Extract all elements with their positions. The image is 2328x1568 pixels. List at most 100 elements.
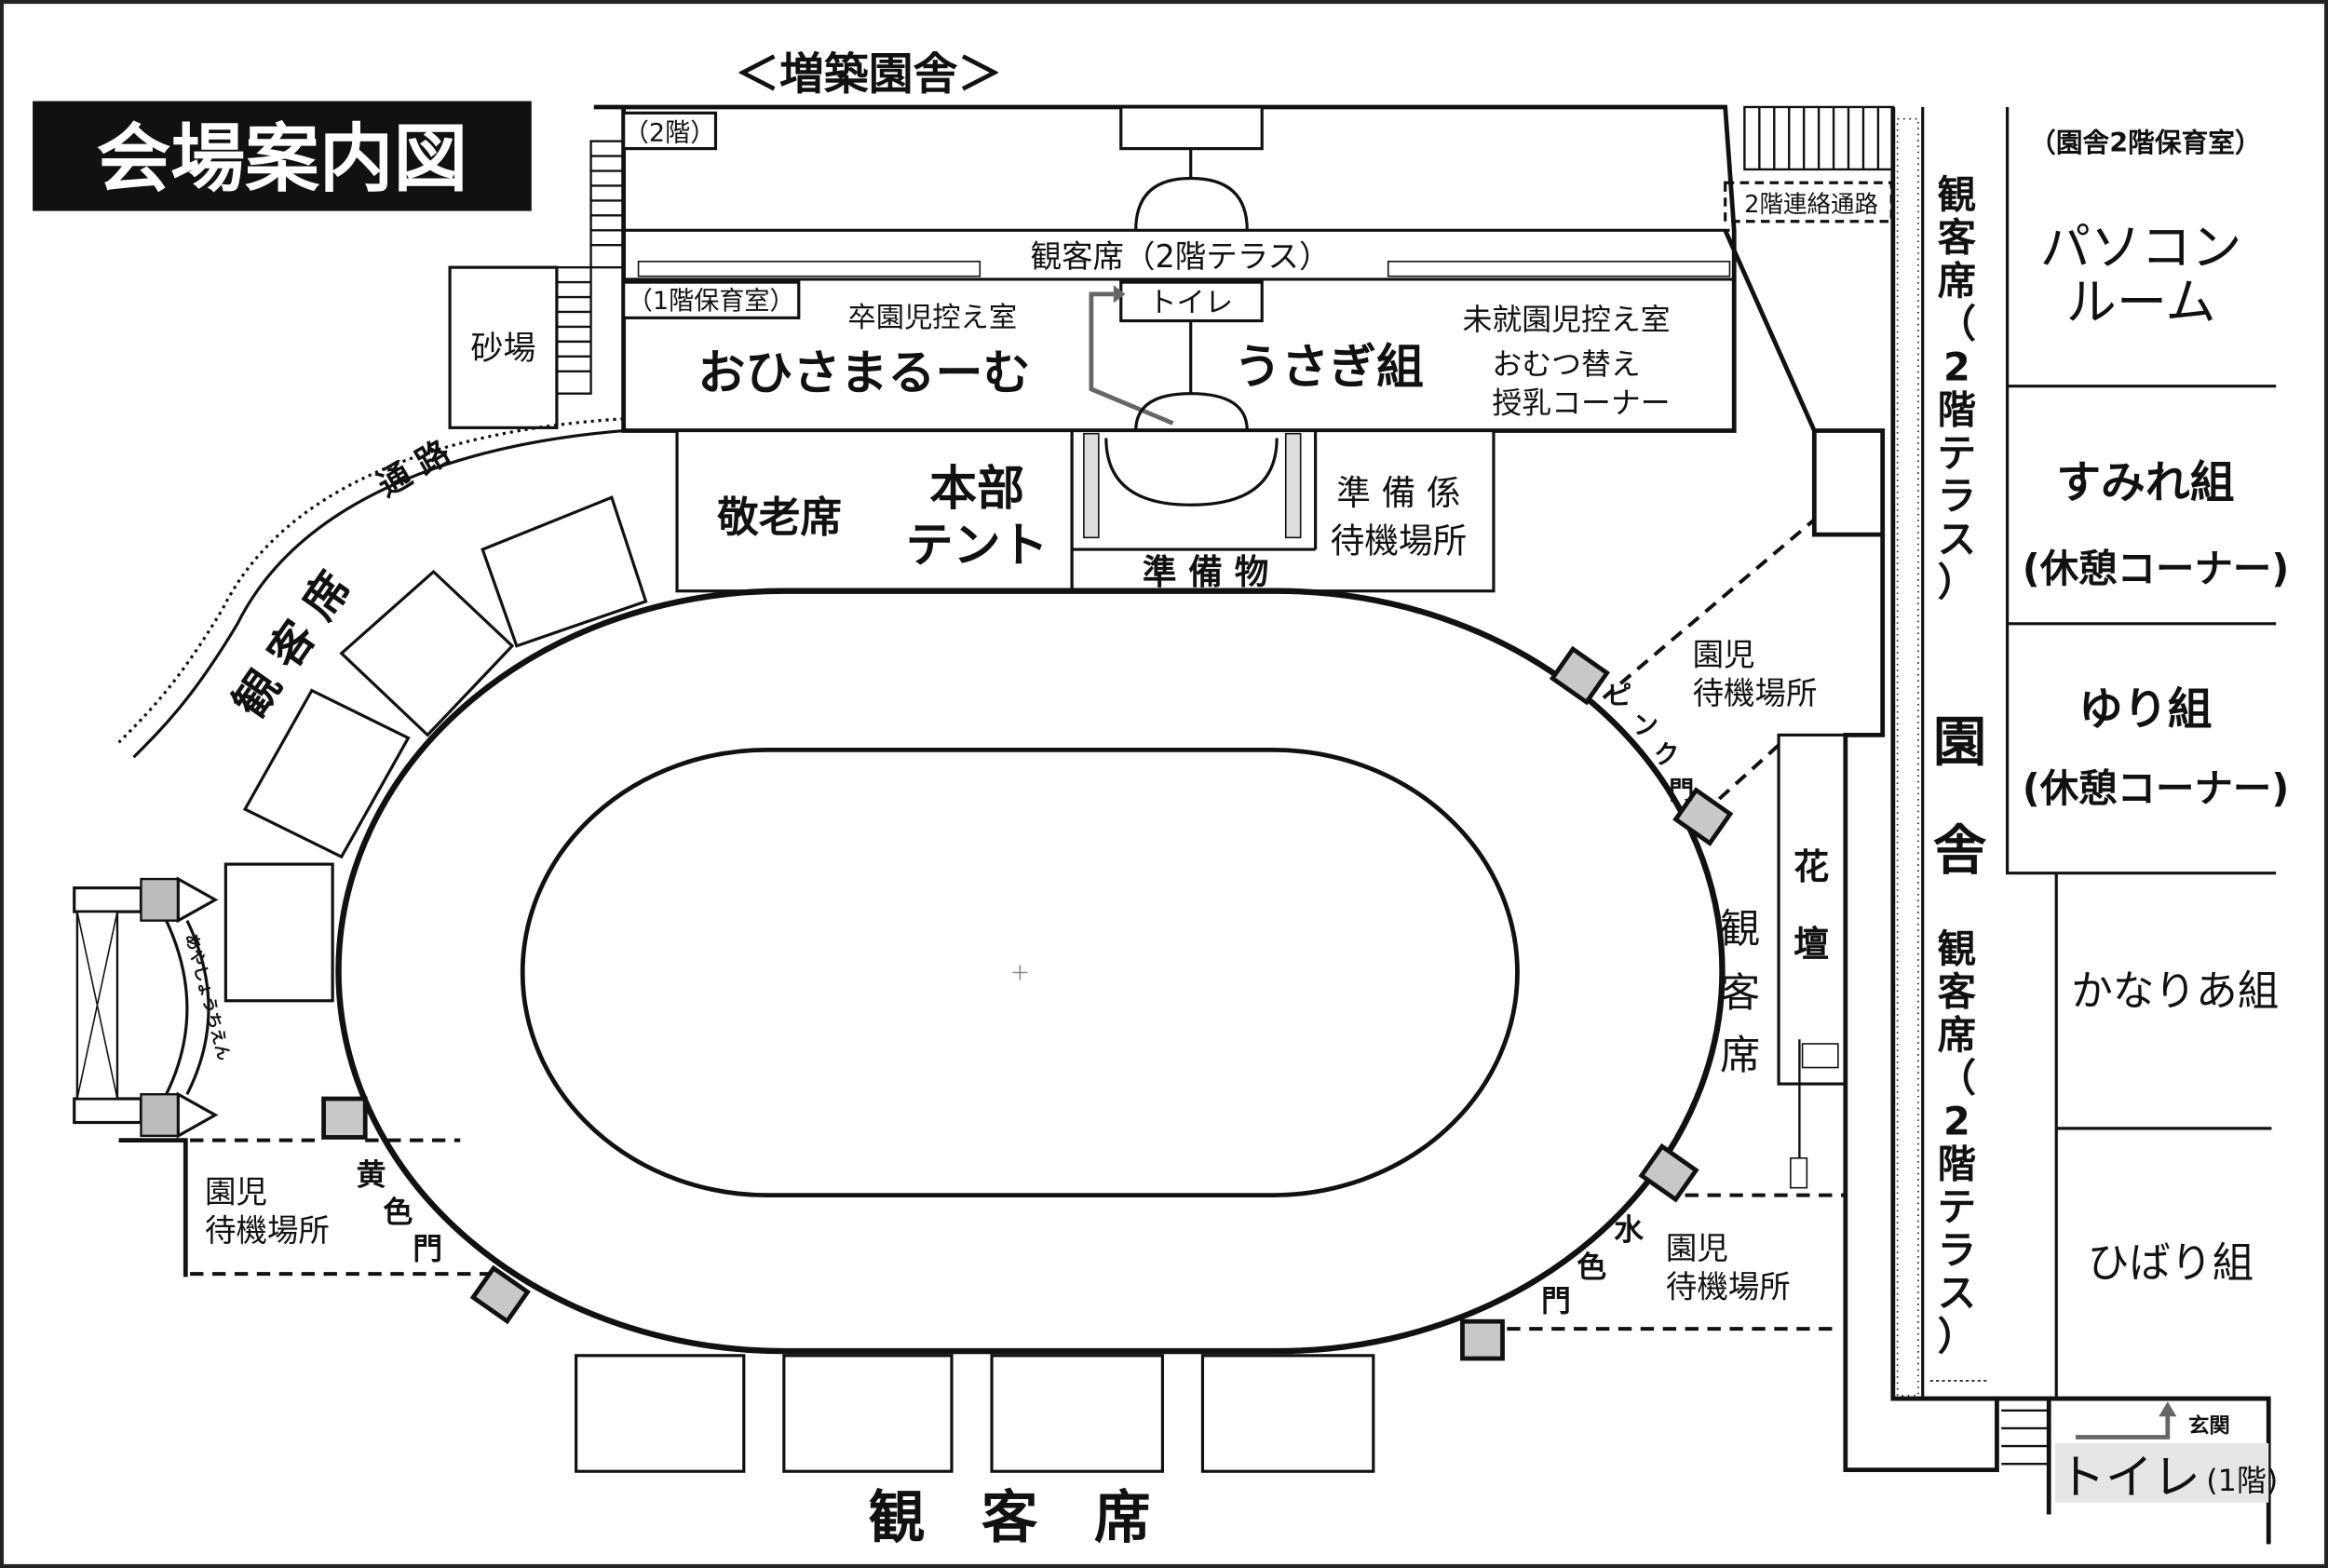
flagpole xyxy=(1790,1039,1839,1189)
map-label: 水 xyxy=(1614,1211,1644,1247)
water-gate-label: 水 色 門 xyxy=(1541,1211,1644,1318)
map-label: 待機場所 xyxy=(205,1212,330,1249)
prep-items: 準 備 物 xyxy=(1143,552,1269,592)
front-gate: あやしょうちえん xyxy=(73,876,233,1277)
floor2-room-label: （園舎2階保育室） xyxy=(2029,127,2261,158)
ohisama-room: おひさまるーむ xyxy=(697,346,1030,401)
entrance: 玄関 xyxy=(2075,1401,2230,1440)
hq-tent-line2: テント xyxy=(906,519,1049,574)
room-sumire: すみれ組 (休憩コーナー) xyxy=(2023,457,2290,591)
main-building xyxy=(1723,106,2277,1545)
main-building-name-2: 舎 xyxy=(1933,819,1987,882)
track xyxy=(335,588,1726,1355)
map-label: (休憩コーナー) xyxy=(2023,547,2290,591)
elder-seats: 敬老席 xyxy=(716,493,842,542)
map-label: (休憩コーナー) xyxy=(2023,766,2290,811)
map-label: ラ xyxy=(1938,1228,1976,1273)
map-label: （ xyxy=(1938,302,1976,346)
annex-toilet: トイレ xyxy=(1148,287,1233,319)
waiting-areas: 園児 待機場所 園児 待機場所 園児 待機場所 xyxy=(190,518,1845,1331)
map-label: ピ xyxy=(1606,682,1631,710)
map-label: 客 xyxy=(1938,970,1977,1015)
toilet-1f: トイレ (1階) xyxy=(2054,1442,2278,1506)
map-label: 2 xyxy=(1943,1099,1970,1143)
sandbox-label: 砂場 xyxy=(470,330,535,368)
map-label: ス xyxy=(1938,517,1976,561)
map-label: トイレ xyxy=(2058,1451,2200,1506)
room-pc: パソコン ルーム xyxy=(2040,218,2242,331)
map-label: 客 xyxy=(1720,970,1760,1017)
map-label: 階 xyxy=(1938,1142,1976,1187)
map-label: 色 xyxy=(383,1194,413,1229)
nursing-label: 授乳コーナー xyxy=(1492,385,1670,420)
yellow-gate-label: 黄 色 門 xyxy=(357,1156,442,1266)
map-label: 2 xyxy=(1943,345,1970,389)
map-label: 園児 xyxy=(1666,1230,1728,1266)
map-label: 席 xyxy=(1938,259,1976,304)
map-label: 黄 xyxy=(357,1156,386,1192)
map-label: 客 xyxy=(1938,216,1977,261)
flowerbed-label-2: 壇 xyxy=(1793,924,1829,966)
map-label: 門 xyxy=(1541,1283,1571,1318)
map-label: すみれ組 xyxy=(2056,457,2234,508)
floor1-room-label: （1階保育室） xyxy=(628,287,795,316)
map-label: 玄関 xyxy=(2188,1413,2230,1439)
right-seats-label: 観 客 席 xyxy=(1720,907,1760,1080)
flowerbed-label-1: 花 xyxy=(1793,846,1829,888)
left-seat-blocks xyxy=(223,495,648,1003)
floor2-label: （2階） xyxy=(624,119,716,148)
map-label: 待機場所 xyxy=(1666,1269,1791,1305)
map-label: 観 xyxy=(1938,926,1976,971)
terrace-label-bottom: 観 客 席 （ 2 階 テ ラ ス ） xyxy=(1938,926,1977,1358)
map-label: ス xyxy=(1938,1271,1976,1316)
bottom-seats-label: 観 客 席 xyxy=(869,1485,1151,1550)
map-title: 会場案内図 xyxy=(33,101,532,211)
prep-staff-line2: 待機場所 xyxy=(1331,520,1468,561)
map-label: ラ xyxy=(1938,474,1976,519)
map-label: 門 xyxy=(1669,777,1694,805)
map-title-text: 会場案内図 xyxy=(97,115,468,202)
bottom-seat-blocks xyxy=(575,1354,1375,1473)
map-label: テ xyxy=(1938,1185,1976,1230)
map-label: 園児 xyxy=(205,1174,267,1210)
map-label: パソコン xyxy=(2040,218,2242,277)
map-label: 席 xyxy=(1938,1013,1976,1058)
usagi-room: うさぎ組 xyxy=(1234,341,1424,396)
map-label: ク xyxy=(1654,741,1679,770)
map-label: （ xyxy=(1938,1056,1976,1101)
map-label: ン xyxy=(1633,711,1658,740)
prep-staff-line1: 準 備 係 xyxy=(1336,473,1460,513)
sandbox xyxy=(448,265,559,429)
annex-building: （2階） 観客席（2階テラス） （1階保育室） 卒園児控え室 おひさまるーむ ト… xyxy=(593,104,1893,433)
tent-area: 敬老席 本部 テント 準 備 係 待機場所 準 備 物 xyxy=(675,428,1496,593)
map-label: 門 xyxy=(413,1231,442,1266)
pink-gate-label: ピ ン ク 門 xyxy=(1606,682,1694,805)
map-label: (1階) xyxy=(2206,1463,2278,1498)
map-label: 観 xyxy=(1720,907,1760,953)
main-building-name-1: 園 xyxy=(1933,710,1986,773)
map-label: ） xyxy=(1938,1314,1976,1358)
map-label: ゆり組 xyxy=(2078,684,2213,736)
map-label: 階 xyxy=(1938,388,1976,433)
terrace-label-top: 観 客 席 （ 2 階 テ ラ ス ） xyxy=(1938,172,1977,604)
room-yuri: ゆり組 (休憩コーナー) xyxy=(2023,684,2290,811)
preschool-room-label: 未就園児控え室 xyxy=(1463,302,1671,337)
annex-title: ＜増築園舎＞ xyxy=(735,49,1002,101)
map-label: ） xyxy=(1938,561,1976,605)
room-hibari: ひばり組 xyxy=(2088,1238,2254,1287)
map-label: 色 xyxy=(1577,1249,1606,1284)
toilet-route-arrow xyxy=(1089,291,1174,426)
diaper-label: おむつ替え xyxy=(1492,346,1640,382)
room-kanaria: かなりあ組 xyxy=(2071,967,2279,1016)
map-label: ルーム xyxy=(2066,273,2216,331)
hq-tent-line1: 本部 xyxy=(929,462,1024,517)
map-label: 観 xyxy=(1938,172,1976,217)
graduates-room-label: 卒園児控え室 xyxy=(847,302,1017,334)
corridor-label: 2階連絡通路 xyxy=(1744,191,1878,219)
map-label: テ xyxy=(1938,431,1976,476)
map-label: 待機場所 xyxy=(1693,675,1818,711)
gate-markers xyxy=(321,645,1734,1361)
flowerbed xyxy=(1777,733,1848,1086)
map-label: 席 xyxy=(1720,1033,1760,1079)
